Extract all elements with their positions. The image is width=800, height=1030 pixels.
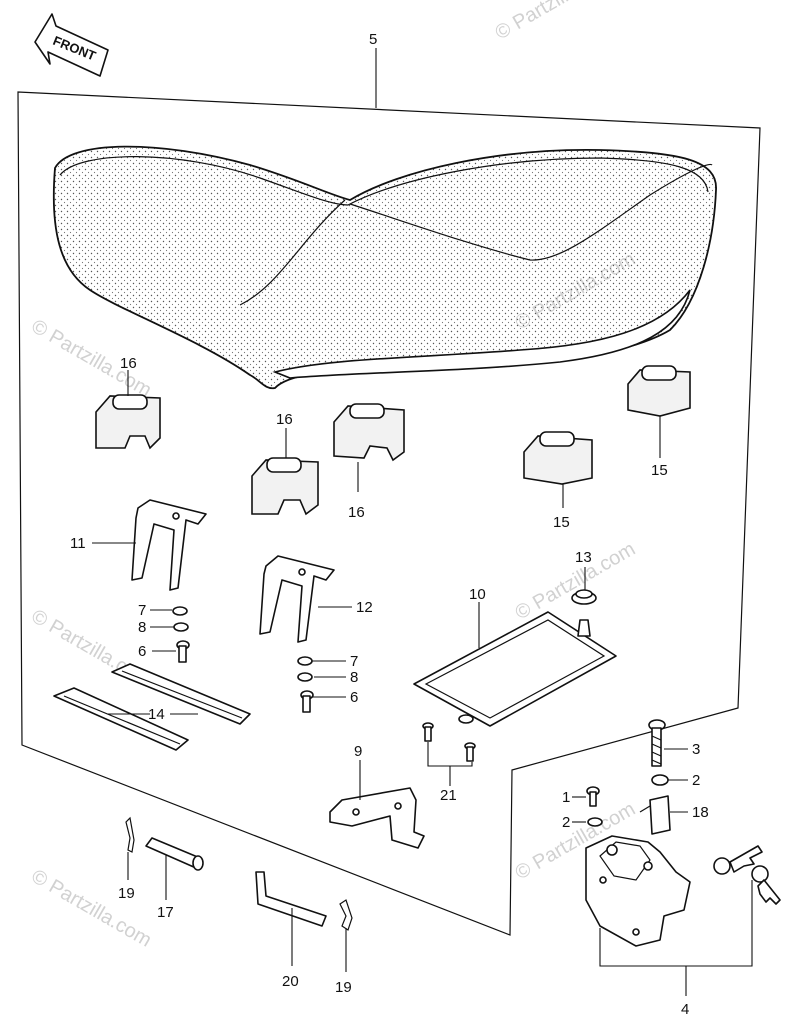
callout-15: 15 — [553, 514, 570, 531]
bracket-12 — [259, 555, 335, 643]
leader-lines — [92, 48, 753, 996]
bracket-11 — [131, 499, 207, 591]
washer-7-center — [297, 656, 313, 666]
callout-labels: 5 16 16 16 15 15 11 12 13 10 7 8 6 7 8 6… — [70, 31, 709, 1018]
bolt-3 — [648, 719, 666, 767]
callout-3: 3 — [692, 741, 700, 758]
callout-8: 8 — [350, 669, 358, 686]
damper-16-left — [95, 394, 161, 450]
washer-8-left — [173, 622, 189, 632]
callout-1: 1 — [562, 789, 570, 806]
callout-21: 21 — [440, 787, 457, 804]
bolt-6-center — [300, 690, 314, 713]
damper-15-right — [627, 365, 691, 417]
callout-13: 13 — [575, 549, 592, 566]
rod-20 — [255, 871, 327, 927]
callout-12: 12 — [356, 599, 373, 616]
callout-6: 6 — [350, 689, 358, 706]
callout-14: 14 — [148, 706, 165, 723]
strap-14-upper — [111, 663, 251, 725]
washer-7-left — [172, 606, 188, 616]
callout-7: 7 — [138, 602, 146, 619]
callout-4: 4 — [681, 1001, 689, 1018]
bolt-6-left — [176, 640, 190, 663]
front-arrow-icon: FRONT — [34, 13, 109, 77]
callout-18: 18 — [692, 804, 709, 821]
clip-19-left — [125, 816, 135, 853]
grommet-13 — [571, 589, 597, 637]
bracket-9 — [329, 787, 425, 849]
callout-15: 15 — [651, 462, 668, 479]
callout-11: 11 — [70, 535, 86, 552]
washer-2-upper — [651, 774, 669, 786]
watermark-text: © Partzilla.com — [28, 865, 156, 951]
damper-16-right — [333, 403, 405, 462]
callout-6: 6 — [138, 643, 146, 660]
callout-19: 19 — [335, 979, 352, 996]
seat-lock-4 — [585, 835, 691, 947]
screw-1 — [586, 786, 600, 807]
collar-18 — [639, 795, 671, 835]
seat — [52, 145, 717, 390]
pin-17 — [145, 837, 204, 871]
callout-9: 9 — [354, 743, 362, 760]
callout-19: 19 — [118, 885, 135, 902]
callout-16: 16 — [276, 411, 293, 428]
callout-16: 16 — [120, 355, 137, 372]
washer-2-lower — [587, 817, 603, 827]
strap-14-lower — [53, 687, 189, 751]
callout-5: 5 — [369, 31, 377, 48]
callout-16: 16 — [348, 504, 365, 521]
damper-15-center — [523, 431, 593, 485]
callout-8: 8 — [138, 619, 146, 636]
callout-20: 20 — [282, 973, 299, 990]
callout-7: 7 — [350, 653, 358, 670]
callout-17: 17 — [157, 904, 174, 921]
watermark-text: © Partzilla.com — [492, 0, 620, 44]
callout-2: 2 — [562, 814, 570, 831]
washer-8-center — [297, 672, 313, 682]
key-icon — [713, 845, 781, 905]
assembly-outline — [17, 91, 761, 936]
tray-10 — [413, 611, 617, 727]
callout-2: 2 — [692, 772, 700, 789]
callout-10: 10 — [469, 586, 486, 603]
damper-16-center — [251, 457, 319, 516]
bolts-21 — [422, 722, 476, 762]
clip-19-right — [339, 899, 353, 931]
